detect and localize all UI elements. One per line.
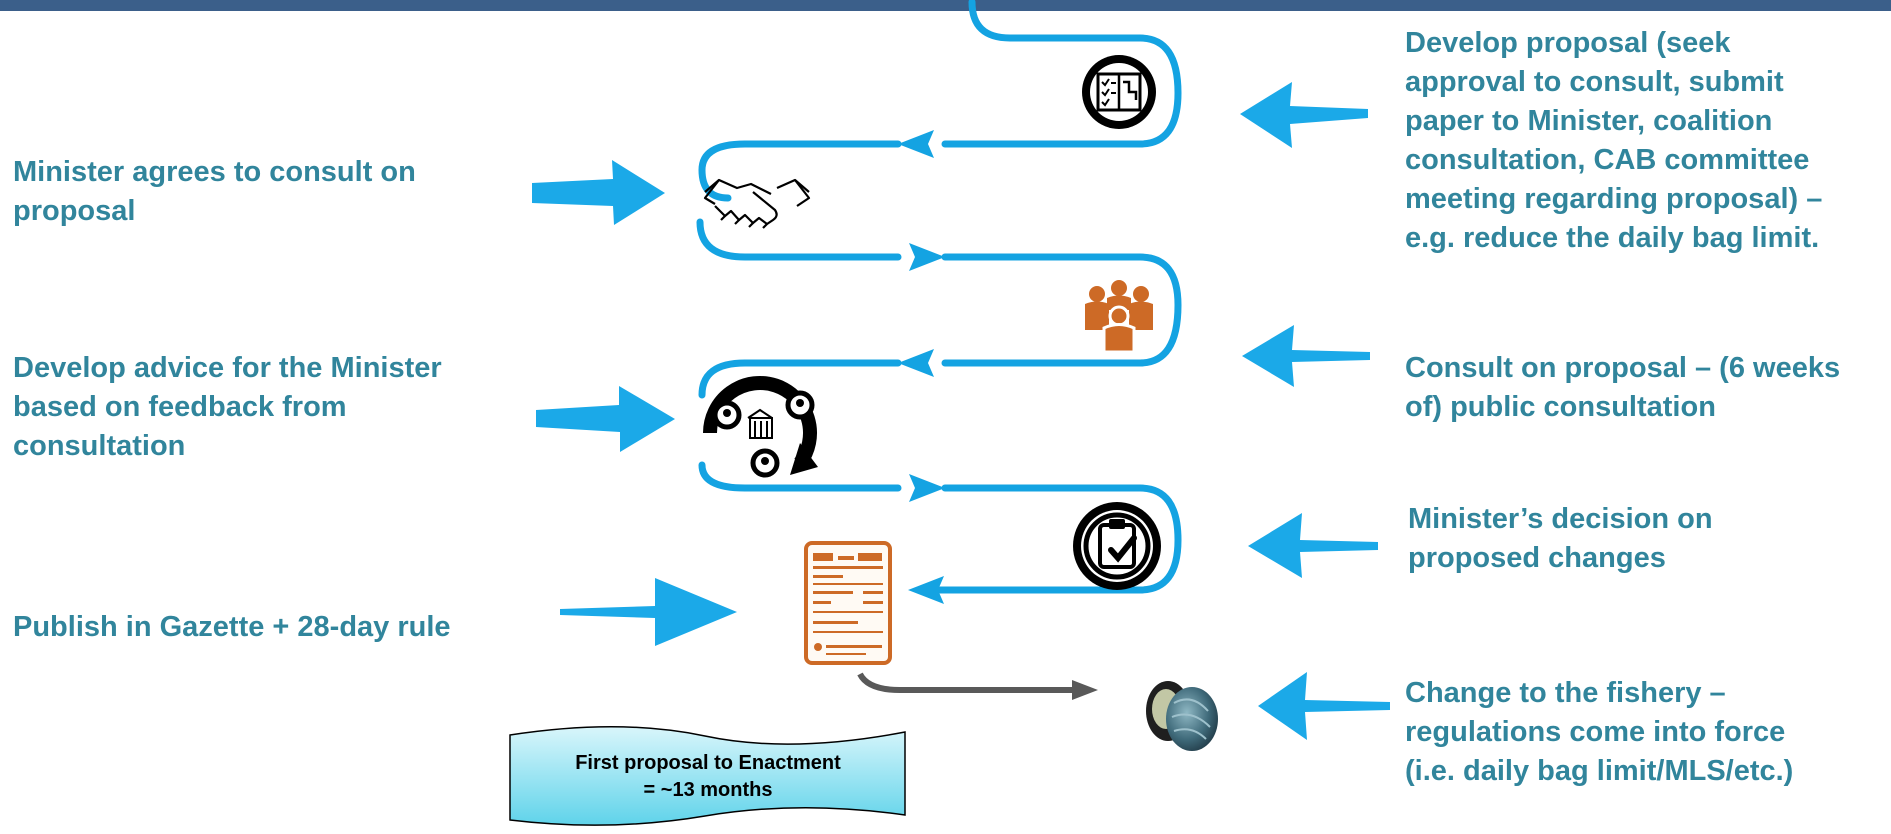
handshake-icon	[703, 178, 811, 229]
right-arrows	[1240, 82, 1390, 740]
timeline-banner-text: First proposal to Enactment = ~13 months	[575, 752, 841, 801]
abalone-shell-icon	[1146, 681, 1218, 751]
left-arrows	[532, 160, 737, 646]
label-change-fishery: Change to the fishery –regulations come …	[1405, 677, 1794, 787]
stakeholder-cycle-icon	[703, 376, 818, 478]
arrow-consult-proposal	[1242, 325, 1370, 387]
header-bar	[0, 0, 1891, 11]
clipboard-check-icon	[1073, 502, 1161, 590]
arrow-minister-agrees	[532, 160, 665, 225]
gazette-document-icon	[804, 541, 892, 665]
arrow-develop-proposal	[1240, 82, 1368, 148]
checklist-flowchart-icon	[1082, 55, 1156, 129]
flow-path-arrowheads	[898, 130, 945, 604]
timeline-banner	[509, 726, 906, 826]
arrow-minister-decision	[1248, 513, 1378, 578]
flow-arrowhead	[898, 130, 934, 158]
enactment-connector	[857, 672, 1098, 700]
flow-arrowhead	[898, 349, 934, 377]
arrow-change-fishery	[1258, 672, 1390, 740]
people-group-icon	[1085, 280, 1153, 354]
flow-arrowhead	[909, 474, 945, 502]
arrow-publish-gazette	[560, 578, 737, 646]
flow-arrowhead	[909, 243, 945, 271]
flow-arrowhead	[908, 576, 944, 604]
flow-path	[696, 0, 1182, 594]
label-publish-gazette: Publish in Gazette + 28-day rule	[13, 611, 451, 643]
arrow-develop-advice	[536, 386, 675, 452]
